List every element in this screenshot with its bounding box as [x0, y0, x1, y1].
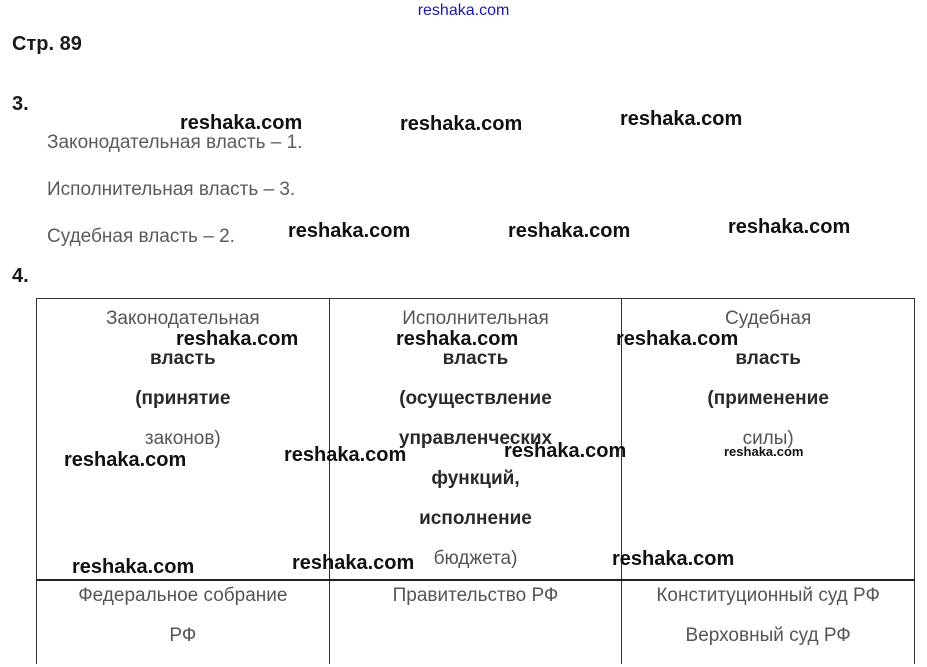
executive-branch-cell: Исполнительная власть (осуществление упр… — [328, 298, 623, 581]
task-3-answer-executive: Исполнительная власть – 3. — [47, 179, 296, 200]
executive-title: Исполнительная — [402, 308, 549, 329]
branches-of-power-table: Законодательная власть (принятие законов… — [36, 298, 915, 664]
page-title: Стр. 89 — [12, 33, 82, 55]
legislative-body-cell: Федеральное собрание РФ — [36, 579, 330, 664]
legislative-function-end: законов) — [144, 428, 221, 449]
site-watermark-top[interactable]: reshaka.com — [417, 2, 510, 19]
judicial-function-start: (применение — [707, 388, 829, 409]
judicial-title: Судебная — [725, 308, 812, 329]
legislative-body-line-2: РФ — [169, 625, 197, 646]
executive-body-cell: Правительство РФ — [328, 579, 623, 664]
watermark: reshaka.com — [284, 444, 407, 466]
judicial-body-line-1: Конституционный суд РФ — [656, 585, 880, 606]
watermark: reshaka.com — [620, 108, 743, 130]
task-4-number: 4. — [12, 265, 29, 287]
judicial-body-cell: Конституционный суд РФ Верховный суд РФ — [621, 579, 915, 664]
watermark: reshaka.com — [396, 328, 519, 350]
watermark: reshaka.com — [504, 440, 627, 462]
watermark: reshaka.com — [288, 220, 411, 242]
executive-title-word: власть — [442, 348, 509, 369]
watermark: reshaka.com — [508, 220, 631, 242]
legislative-body-line-1: Федеральное собрание — [78, 585, 288, 606]
watermark: reshaka.com — [400, 113, 523, 135]
executive-function-2: управленческих — [398, 428, 553, 449]
judicial-function-end: силы) — [742, 428, 794, 449]
branches-body-row: Федеральное собрание РФ Правительство РФ… — [36, 579, 915, 664]
watermark: reshaka.com — [180, 112, 303, 134]
judicial-body-line-2: Верховный суд РФ — [685, 625, 851, 646]
watermark: reshaka.com — [72, 556, 195, 578]
legislative-branch-cell: Законодательная власть (принятие законов… — [36, 298, 330, 581]
watermark: reshaka.com — [612, 548, 735, 570]
branches-header-row: Законодательная власть (принятие законов… — [36, 298, 915, 581]
legislative-title-word: власть — [150, 348, 216, 369]
judicial-branch-cell: Судебная власть (применение силы) — [621, 298, 915, 581]
legislative-title: Законодательная — [105, 308, 260, 329]
watermark: reshaka.com — [64, 449, 187, 471]
executive-function-5: бюджета) — [433, 548, 518, 569]
watermark: reshaka.com — [176, 328, 299, 350]
executive-function-4: исполнение — [419, 508, 532, 529]
watermark: reshaka.com — [724, 444, 804, 459]
task-3-answer-judicial: Судебная власть – 2. — [47, 226, 235, 247]
legislative-function-start: (принятие — [135, 388, 231, 409]
executive-function-1: (осуществление — [399, 388, 552, 409]
executive-function-3: функций, — [431, 468, 520, 489]
executive-body-line-1: Правительство РФ — [392, 585, 559, 606]
watermark: reshaka.com — [616, 328, 739, 350]
task-3-answer-legislative: Законодательная власть – 1. — [47, 132, 303, 153]
watermark: reshaka.com — [292, 552, 415, 574]
judicial-title-word: власть — [735, 348, 801, 369]
task-3-number: 3. — [12, 93, 29, 115]
watermark: reshaka.com — [728, 216, 851, 238]
